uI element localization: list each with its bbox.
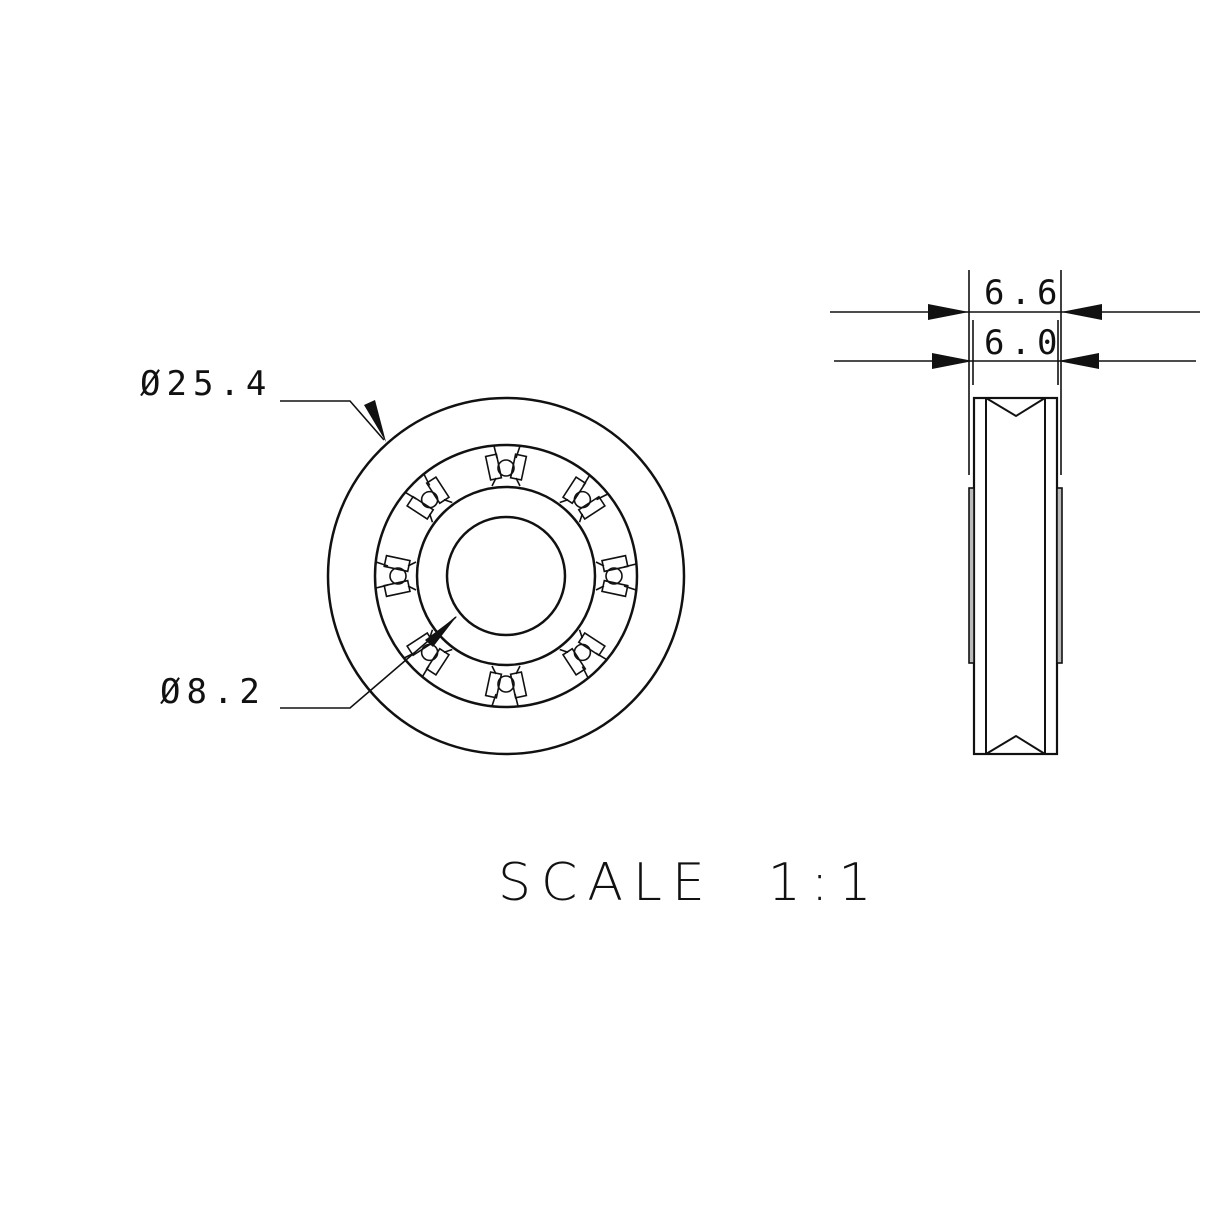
bore-diameter-label: Ø8.2 [160, 672, 266, 712]
outer-diameter-label: Ø25.4 [140, 364, 272, 404]
bore-circle [445, 515, 567, 637]
bearing-width-label: 6.0 [984, 323, 1063, 363]
front-view [280, 396, 686, 756]
overall-width-label: 6.6 [984, 273, 1063, 313]
scale-label: SCALE 1:1 [498, 853, 881, 913]
outer-wheel-circle [326, 396, 686, 756]
bore-diameter-leader [280, 616, 457, 709]
bore-diameter-arrowhead [425, 616, 457, 647]
outer-diameter-leader [280, 400, 385, 441]
ball-cage-set [375, 445, 637, 707]
bearing-inner-ring [415, 485, 597, 667]
side-view [830, 270, 1200, 756]
outer-diameter-arrowhead [364, 400, 386, 442]
side-view-arrowheads [928, 304, 1102, 369]
groove-bottom [985, 734, 1046, 755]
bearing-outer-ring [373, 443, 639, 709]
groove-top [985, 397, 1046, 418]
